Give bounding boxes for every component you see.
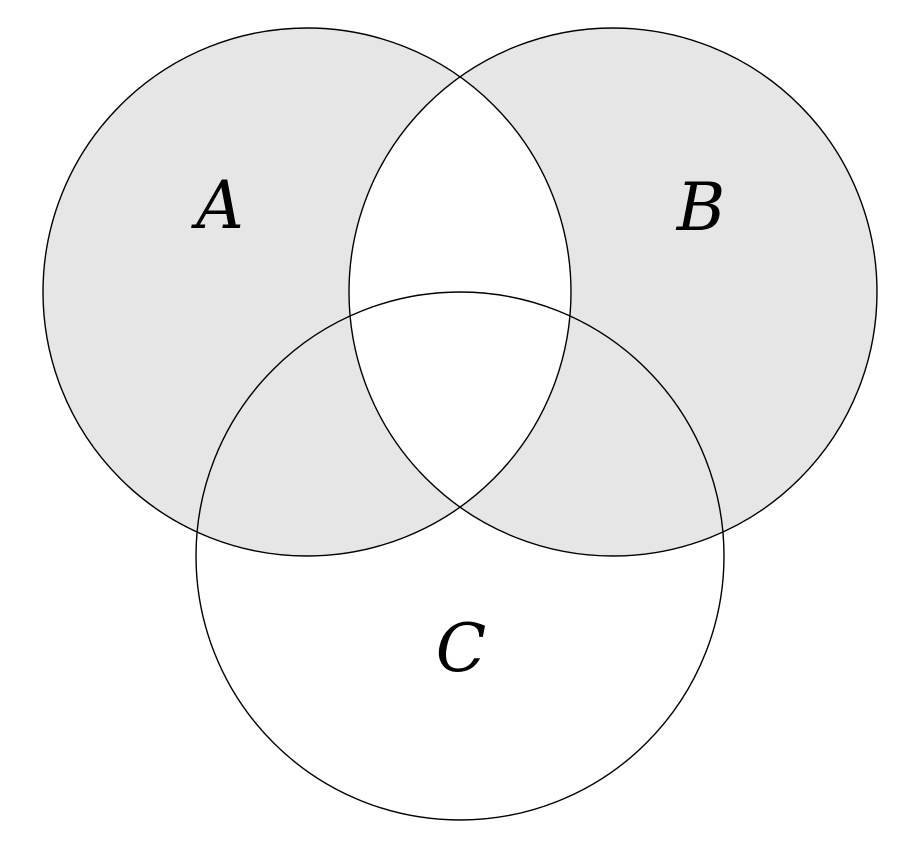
label-set-b: B xyxy=(676,169,726,246)
shaded-region-a-xor-b xyxy=(43,28,877,556)
circle-b xyxy=(348,27,878,557)
label-set-a: A xyxy=(190,167,244,244)
circle-c xyxy=(195,291,725,821)
circle-a xyxy=(42,27,572,557)
label-set-c: C xyxy=(436,610,487,687)
